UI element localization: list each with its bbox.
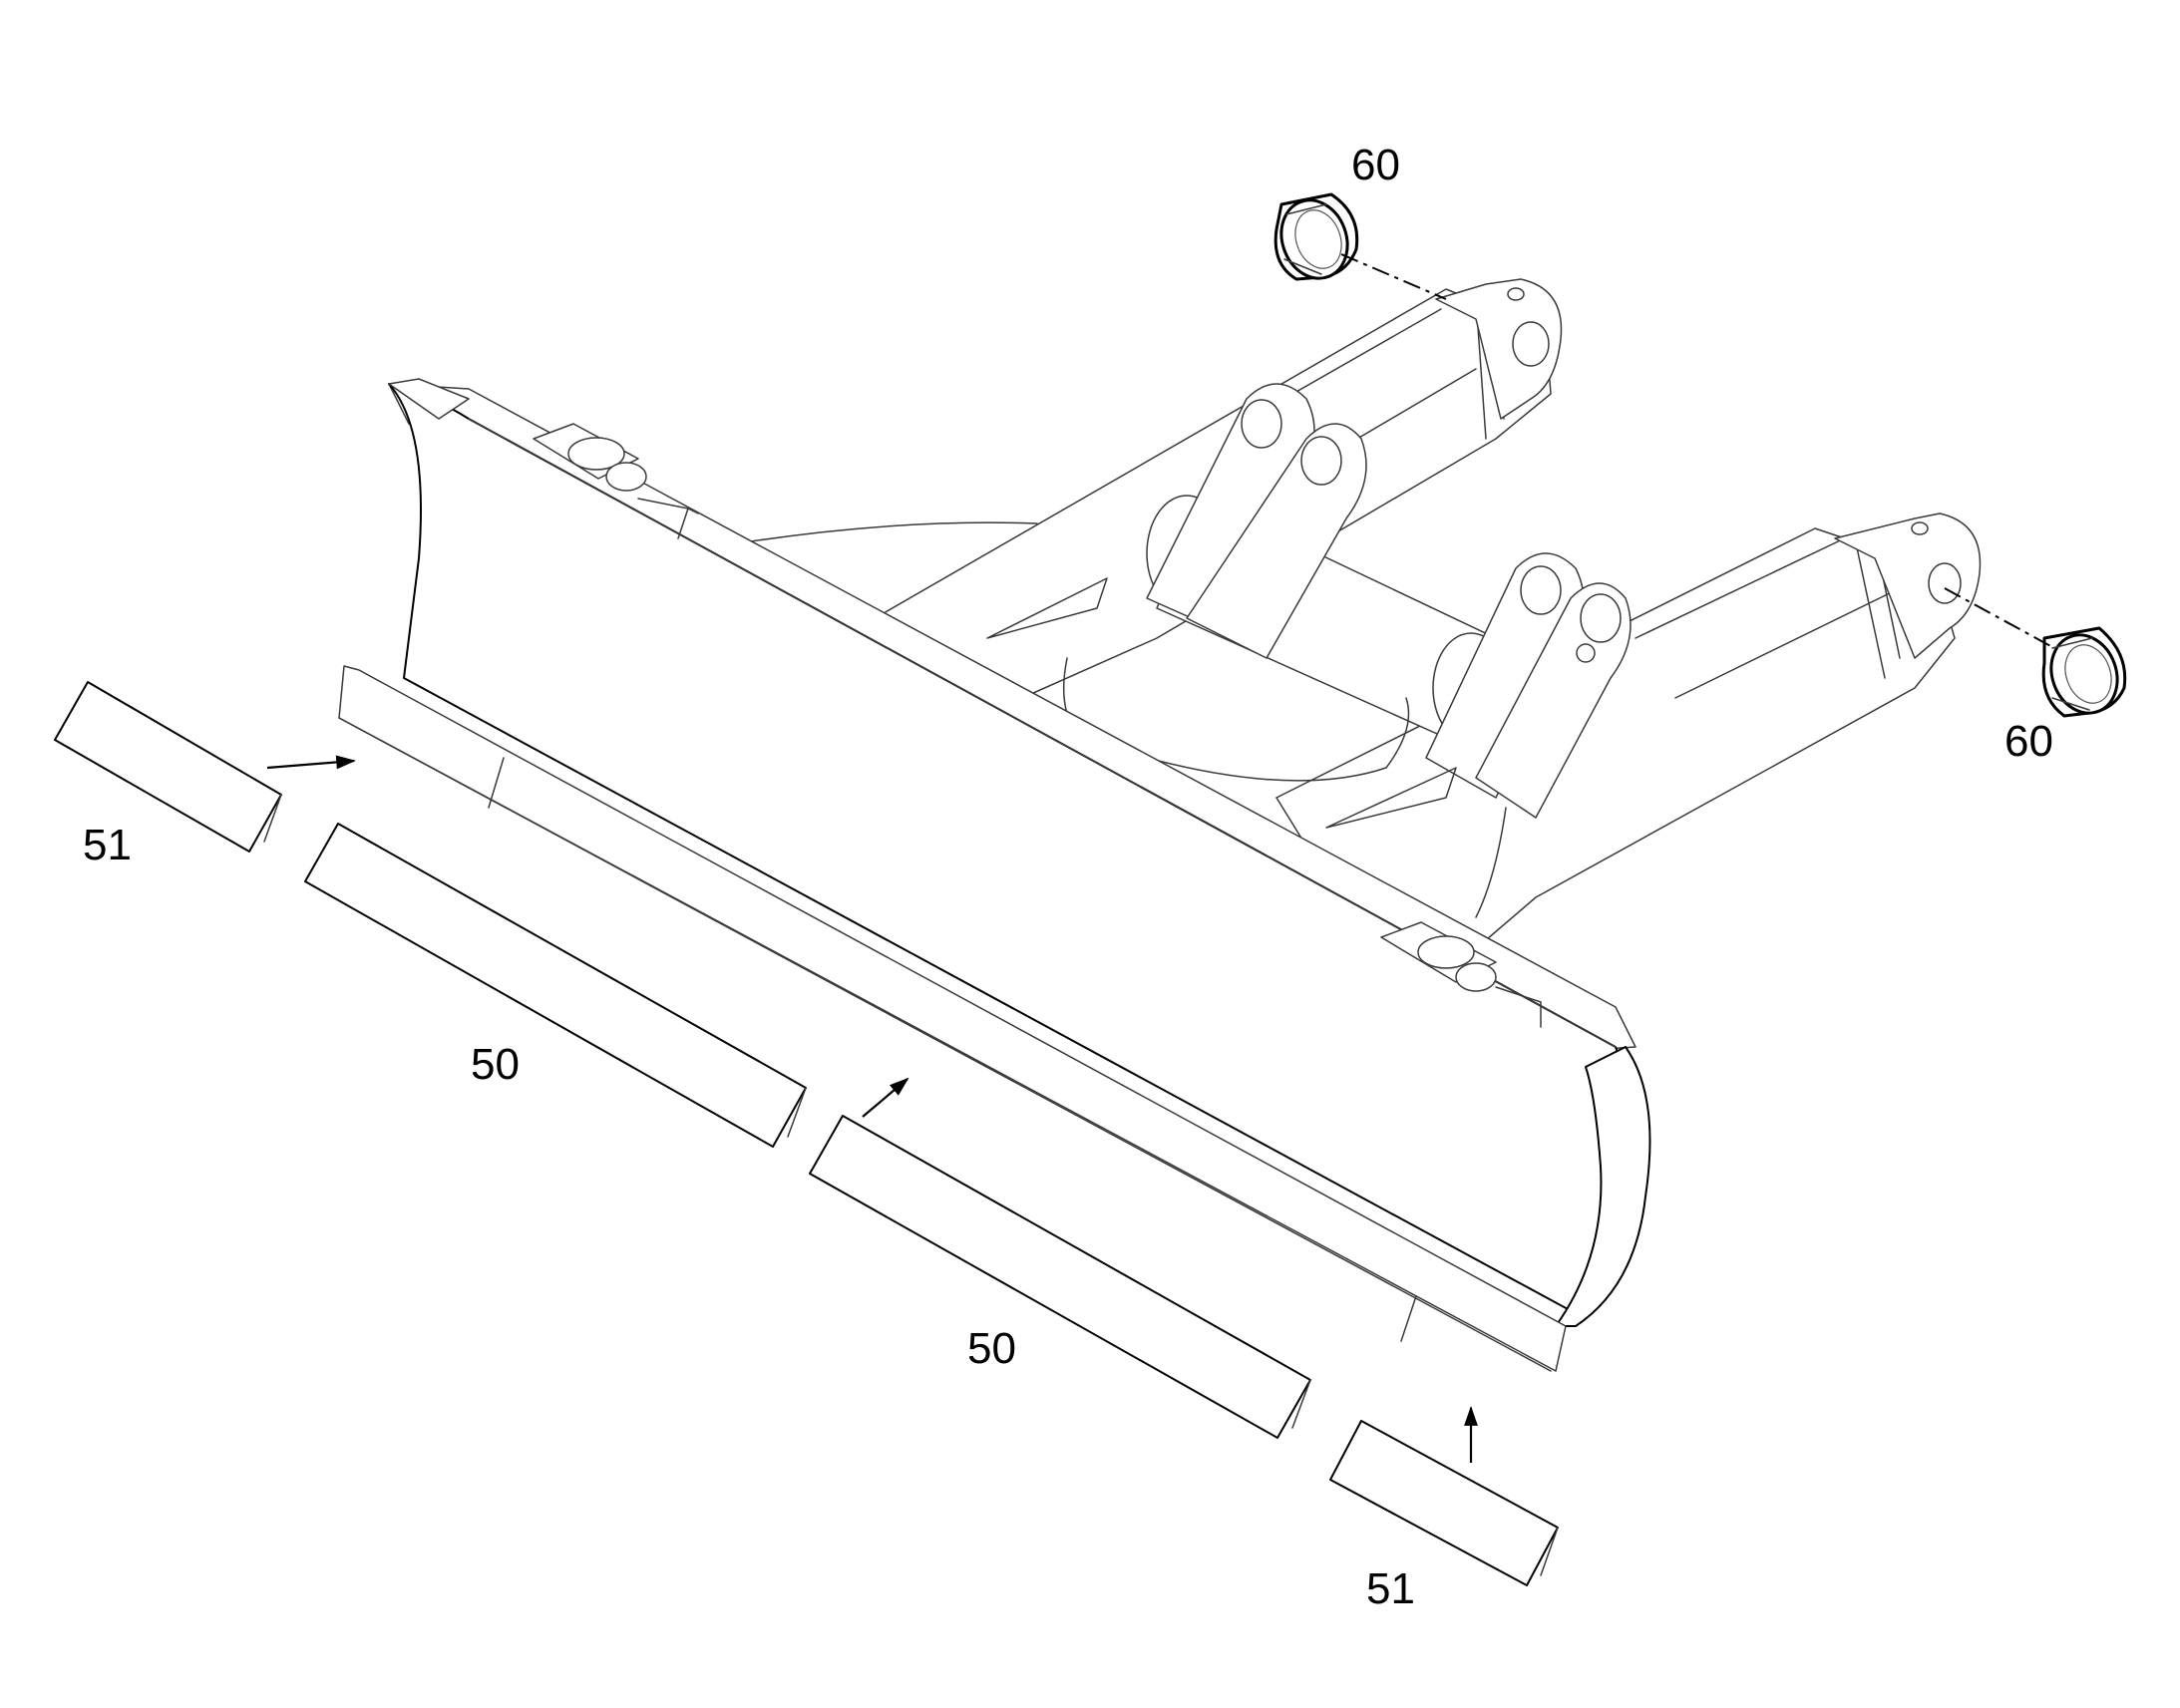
upper-arm-ridge [1266, 298, 1505, 470]
arrow-end-bit-left [266, 755, 356, 770]
blade-top-bracket-left [533, 423, 647, 492]
cutting-edge-right [809, 1115, 1311, 1439]
lower-bracket-hole-b [1580, 593, 1622, 643]
cutting-edge-left [304, 823, 807, 1148]
label-cutting-edge-left: 50 [471, 1040, 520, 1089]
blade-edge-seam [338, 717, 1552, 1372]
label-end-bit-left: 51 [83, 821, 132, 869]
lower-lift-bracket-b [1475, 582, 1632, 819]
dozer-blade [338, 378, 1651, 1372]
bushing-right [2041, 626, 2127, 718]
lower-clevis-hole [1928, 562, 1962, 604]
label-cutting-edge-right: 50 [967, 1324, 1016, 1373]
lower-clevis-pin-hole [1911, 521, 1929, 535]
upper-lift-bracket-b [1186, 423, 1367, 659]
upper-bracket-hole-a [1241, 399, 1282, 449]
lower-bracket-grease-fitting [1576, 643, 1596, 663]
upper-arm-clevis [1435, 278, 1563, 420]
blade-right-end-plate [1555, 1046, 1651, 1327]
label-end-bit-right: 51 [1366, 1564, 1415, 1613]
lower-arm-clevis [1834, 512, 1982, 659]
arrow-cutting-edge [862, 1077, 909, 1118]
blade-top-rail-plate-left [637, 498, 699, 539]
label-bushing-top: 60 [1351, 141, 1400, 189]
bushing-top [1273, 192, 1359, 281]
lower-gusset [1325, 767, 1507, 918]
push-frame [737, 278, 1982, 958]
blade-top-bracket-right [1380, 921, 1497, 992]
blade-left-end-plate [388, 378, 470, 420]
lower-bracket-hole-a [1520, 565, 1562, 615]
upper-clevis-pin-hole [1507, 287, 1525, 301]
end-bit-left [54, 681, 282, 853]
end-bit-right [1329, 1420, 1559, 1586]
lower-arm-ridge [1635, 532, 1901, 699]
blade-cutting-edge-strip [338, 665, 1567, 1372]
upper-clevis-hole [1512, 321, 1550, 367]
label-bushing-right: 60 [2004, 717, 2053, 766]
upper-bracket-hole-b [1300, 436, 1342, 486]
upper-gusset [737, 521, 1108, 639]
centerline-top [1340, 253, 1447, 300]
centerline-right [1944, 587, 2055, 649]
blade-top-rail-plate-right [1495, 986, 1542, 1028]
